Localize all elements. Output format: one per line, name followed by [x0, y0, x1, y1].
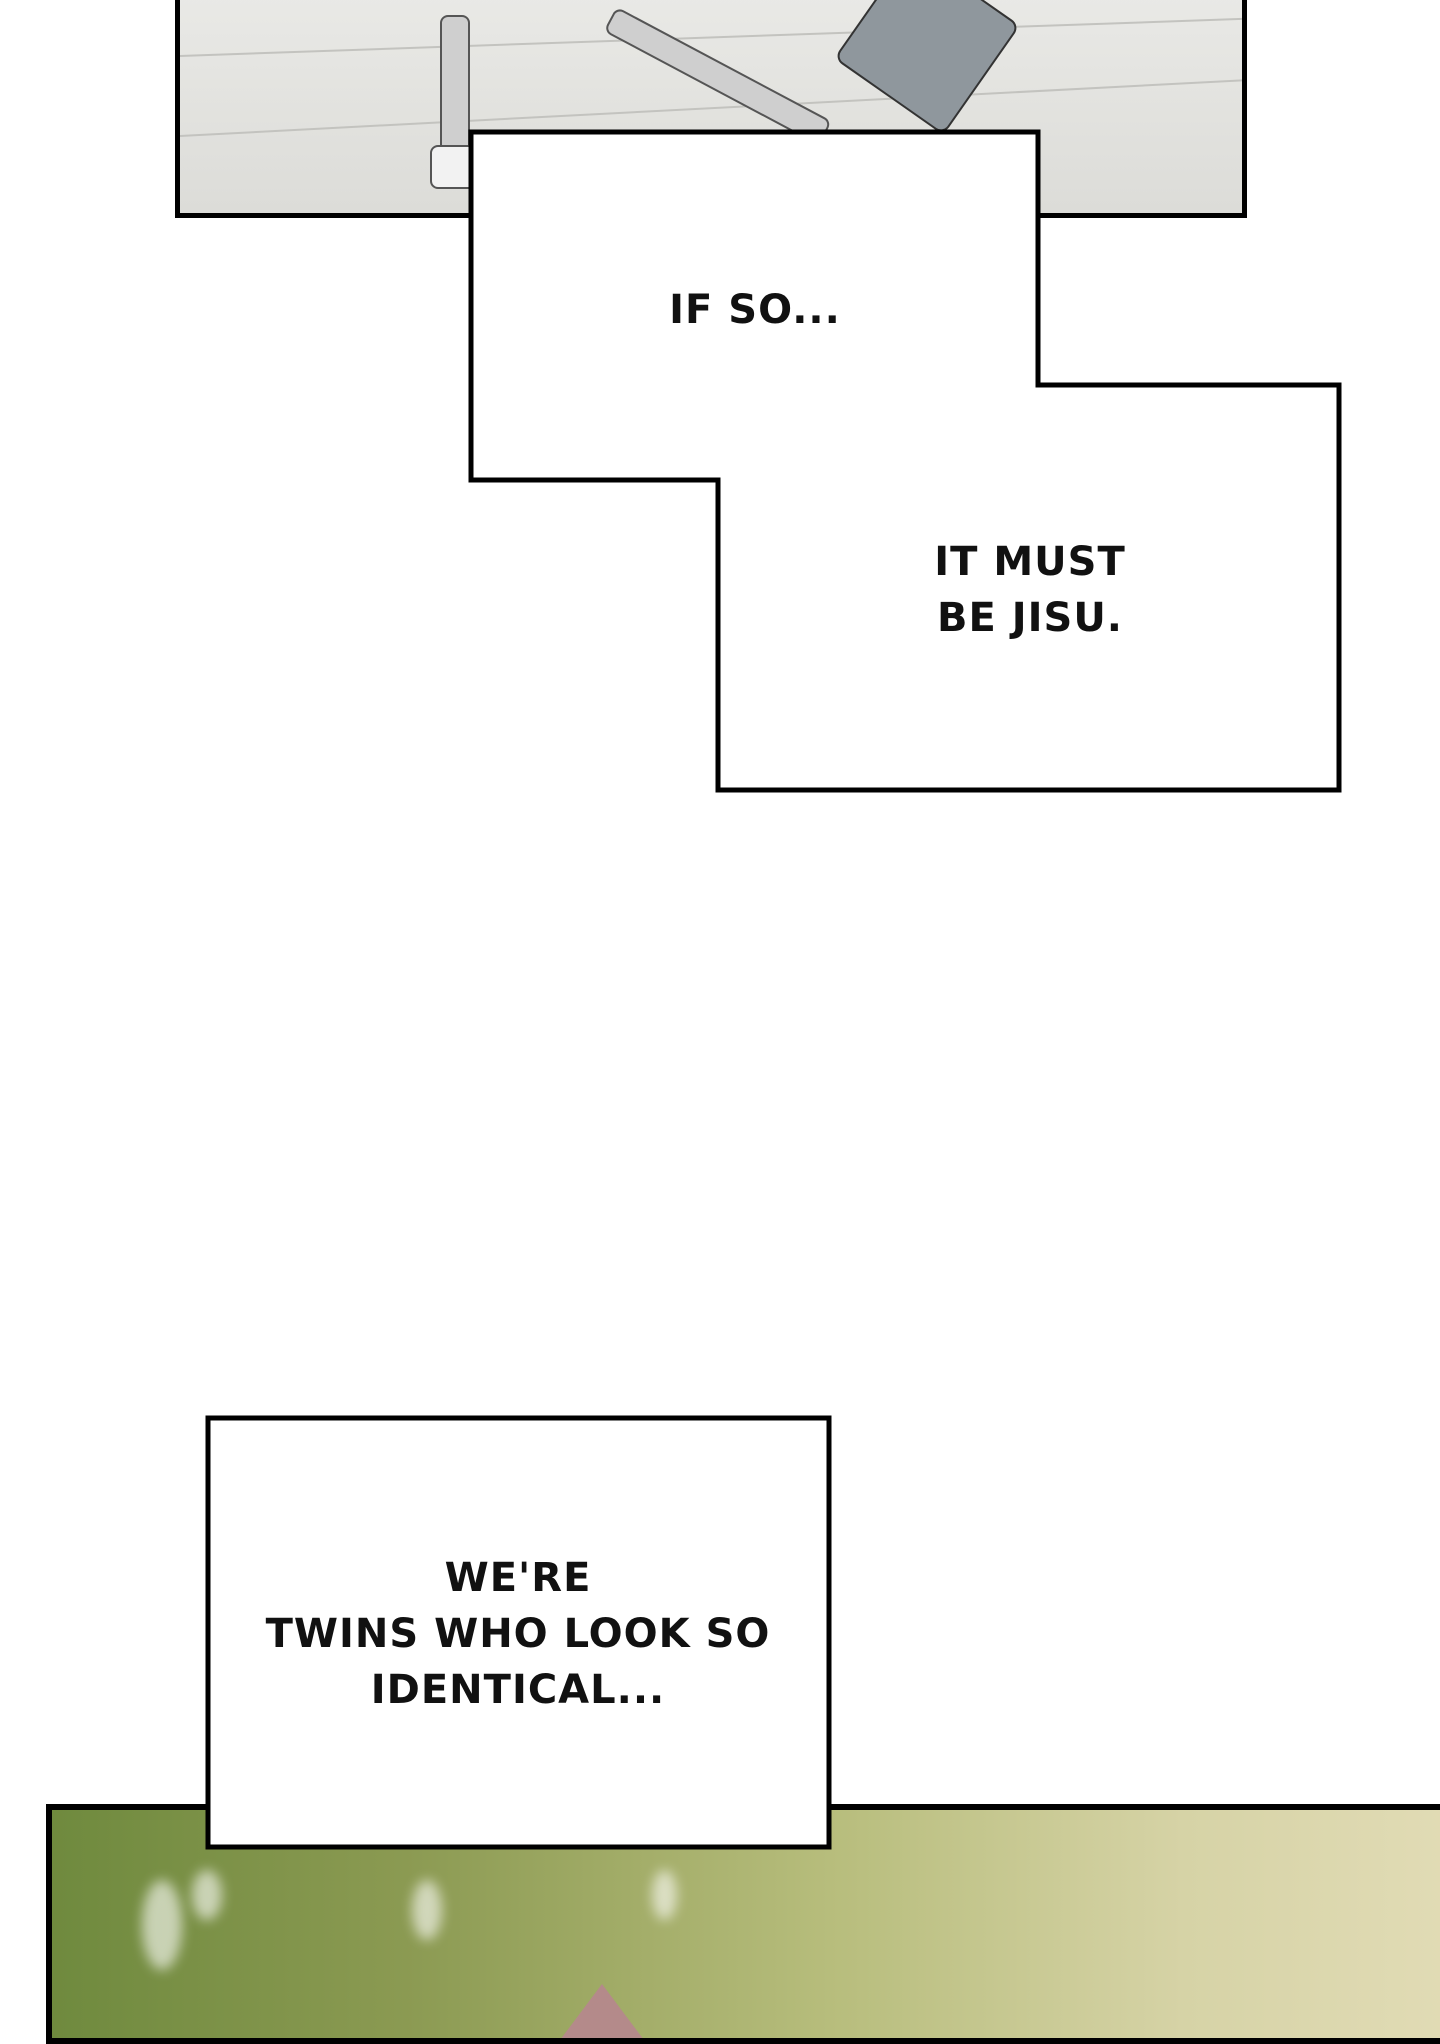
bokeh: [192, 1870, 222, 1920]
caption-line: IDENTICAL...: [370, 1667, 666, 1713]
caption-it-must: IT MUST BE JISU.: [880, 534, 1180, 646]
caption-line: IT MUST: [934, 539, 1126, 585]
caption-boxes: [205, 129, 1342, 1850]
caption-line: WE'RE: [444, 1555, 592, 1601]
caption-line: BE JISU.: [937, 595, 1123, 641]
caption-line: TWINS WHO LOOK SO: [265, 1611, 771, 1657]
caption-box-stepped: [468, 129, 1342, 793]
caption-if-so: IF SO...: [669, 287, 841, 333]
caption-box-twins: [205, 1415, 832, 1850]
bokeh: [652, 1870, 677, 1920]
caption-twins: WE'RE TWINS WHO LOOK SO IDENTICAL...: [218, 1550, 818, 1718]
bokeh: [412, 1880, 442, 1940]
bokeh: [142, 1880, 182, 1970]
